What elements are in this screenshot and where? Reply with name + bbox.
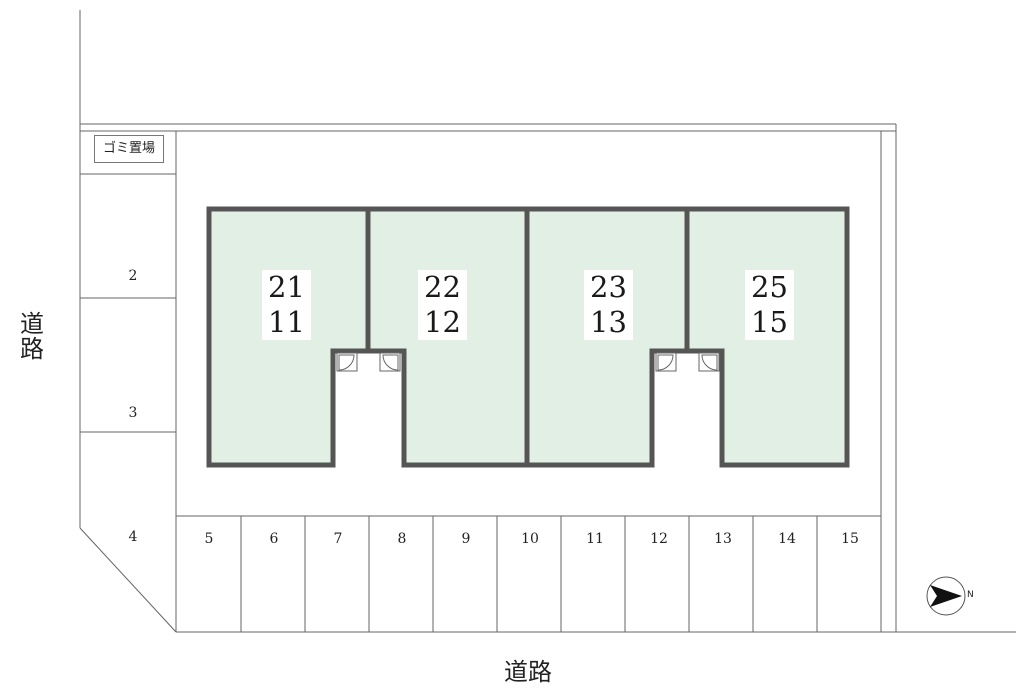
- unit-label: 25 15: [745, 270, 794, 340]
- parking-space-number: 4: [128, 529, 138, 545]
- parking-space-number: 7: [333, 531, 343, 547]
- parking-space-number: 15: [841, 531, 859, 547]
- unit-lower-number: 13: [590, 305, 627, 339]
- door-icon: [336, 352, 358, 372]
- parking-space-number: 5: [204, 531, 214, 547]
- road-left-text: 道路: [18, 310, 46, 364]
- parking-space-number: 13: [714, 531, 732, 547]
- unit-label: 23 13: [584, 270, 633, 340]
- unit-upper-number: 22: [424, 270, 461, 304]
- compass-icon: [926, 576, 966, 616]
- unit-upper-number: 21: [268, 270, 305, 304]
- road-left-char: 路: [20, 335, 44, 364]
- bottom-parking-lines: [176, 515, 881, 632]
- road-left-char: 道: [20, 310, 44, 338]
- road-label-bottom: 道路: [504, 658, 552, 686]
- parking-space-number: 6: [269, 531, 279, 547]
- unit-upper-number: 25: [751, 270, 788, 304]
- unit-lower-number: 12: [424, 305, 461, 339]
- compass-label: N: [967, 590, 974, 600]
- parking-space-number: 11: [586, 531, 604, 547]
- road-label-left: 道路: [18, 310, 46, 364]
- parking-space-number: 3: [128, 405, 138, 421]
- unit-label: 22 12: [418, 270, 467, 340]
- unit-label: 21 11: [262, 270, 311, 340]
- entrance-doors: [336, 352, 720, 372]
- parking-space-number: 8: [397, 531, 407, 547]
- unit-upper-number: 23: [590, 270, 627, 304]
- unit-lower-number: 11: [268, 305, 305, 339]
- door-icon: [655, 352, 677, 372]
- door-icon: [379, 352, 401, 372]
- left-parking-lines: [80, 173, 176, 433]
- garbage-area-label: ゴミ置場: [94, 135, 164, 163]
- door-icon: [698, 352, 720, 372]
- parking-space-number: 9: [461, 531, 471, 547]
- parking-space-number: 10: [521, 531, 539, 547]
- unit-lower-number: 15: [751, 305, 788, 339]
- site-boundary: [79, 10, 1016, 633]
- parking-space-number: 14: [778, 531, 796, 547]
- parking-space-number: 2: [128, 268, 138, 284]
- parking-space-number: 12: [650, 531, 668, 547]
